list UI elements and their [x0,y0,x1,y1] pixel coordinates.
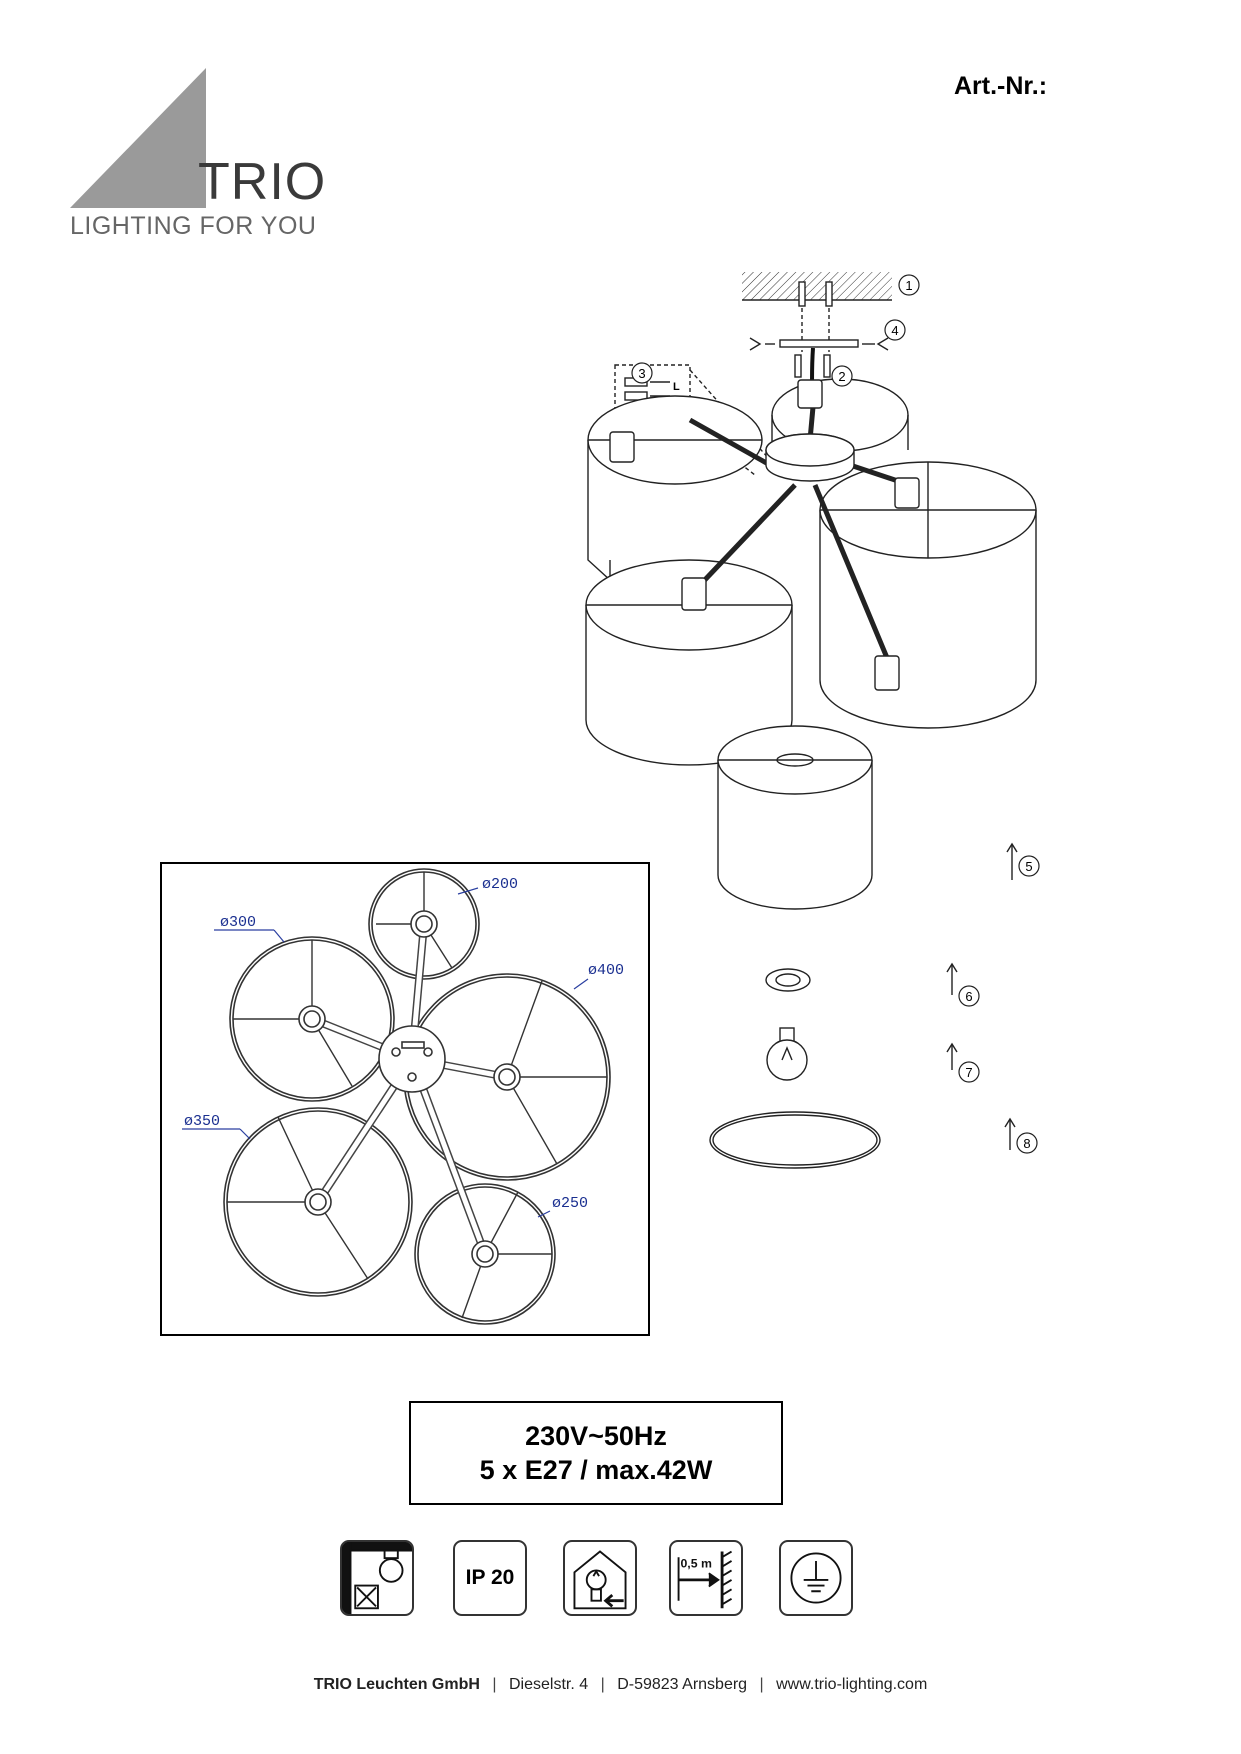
company-name: TRIO Leuchten GmbH [313,1676,480,1693]
distance-label: 0,5 m [680,1557,711,1571]
canopy-with-arms [688,384,911,666]
logo-triangle-icon [70,68,206,208]
assembly-drawing: L N [585,272,1040,1169]
dimension-label-200: ø200 [482,876,518,893]
trio-logo: TRIO LIGHTING FOR YOU [70,68,325,243]
canopy-top-icon [378,1025,446,1093]
min-distance-icon: 0,5 m [669,1540,743,1616]
dimension-label-250: ø250 [552,1195,588,1212]
footer-separator: | [600,1676,605,1693]
step-2-label: 2 [838,369,845,384]
arrow-up-icon [946,842,1018,1150]
step-1-label: 1 [905,278,912,293]
dimension-label-300: ø300 [220,914,256,931]
step-7-label: 7 [965,1065,972,1080]
footer-separator: | [759,1676,764,1693]
article-number-label: Art.-Nr.: [954,72,1048,100]
mounting-bracket-icon [749,337,889,378]
footer: TRIO Leuchten GmbH | Dieselstr. 4 | D-59… [0,1676,1241,1694]
dowel-icon [798,281,833,352]
light-bulb-icon [766,1027,808,1081]
not-for-recessed-icon [340,1540,414,1616]
diffuser-disc-icon [709,1111,881,1169]
brand-tagline: LIGHTING FOR YOU [70,212,317,240]
step-3-label: 3 [638,366,645,381]
lamp-shade-large [819,461,1037,729]
company-address: Dieselstr. 4 [509,1676,589,1693]
ip-rating-label: IP 20 [465,1566,515,1589]
company-website: www.trio-lighting.com [776,1676,928,1693]
lamp-socket-icon [609,379,920,691]
step-5-label: 5 [1025,859,1032,874]
lamp-spec: 5 x E27 / max.42W [479,1455,713,1485]
dimension-drawing: ø200 ø300 ø400 ø350 ø250 [160,862,650,1336]
lamp-shade-medium [587,395,763,582]
lamp-shade-detached [717,725,873,910]
step-8-label: 8 [1023,1136,1030,1151]
ceiling-icon [742,272,892,301]
footer-separator: | [492,1676,497,1693]
company-city: D-59823 Arnsberg [617,1676,748,1693]
step-6-label: 6 [965,989,972,1004]
indoor-use-icon [563,1540,637,1616]
ip20-icon: IP 20 [453,1540,527,1616]
wiring-live-label: L [673,381,680,393]
brand-name: TRIO [198,153,327,211]
voltage-spec: 230V~50Hz [525,1421,667,1451]
step-4-label: 4 [891,323,898,338]
dimension-label-350: ø350 [184,1113,220,1130]
protective-earth-icon [779,1540,853,1616]
electrical-spec-box: 230V~50Hz 5 x E27 / max.42W [409,1401,783,1505]
dimension-label-400: ø400 [588,962,624,979]
shade-ring-icon [765,968,811,992]
